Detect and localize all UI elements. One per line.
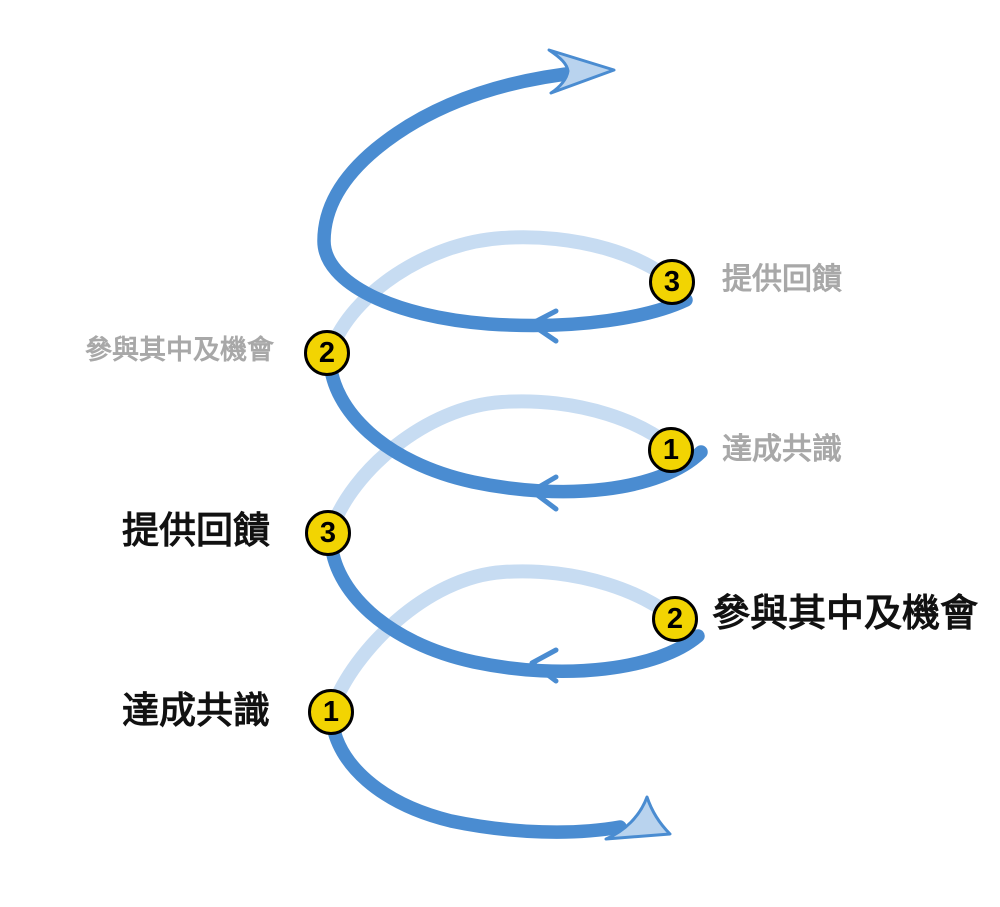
- spiral-front-strand-top: [317, 65, 693, 333]
- step-marker-1-upper: 1: [648, 427, 694, 473]
- step-label-2-lower: 參與其中及機會: [712, 593, 979, 635]
- step-number: 2: [666, 602, 684, 635]
- step-number: 3: [319, 516, 337, 549]
- spiral-front-strand-tail: [325, 713, 627, 839]
- arrowhead-bottom: [604, 795, 672, 841]
- spiral-back-strand-middle: [325, 394, 692, 535]
- direction-chevron-middle: [529, 474, 559, 512]
- step-marker-2-upper: 2: [304, 330, 350, 376]
- step-label-2-upper: 參與其中及機會: [85, 335, 274, 365]
- arrowhead-top: [547, 48, 616, 95]
- step-marker-3-lower: 3: [305, 510, 351, 556]
- spiral-back-strand-top: [325, 230, 690, 355]
- step-label-3-upper: 提供回饋: [722, 263, 842, 296]
- step-number: 1: [322, 695, 340, 728]
- spiral-front-strand-upper-middle: [323, 353, 708, 499]
- step-label-3-lower: 提供回饋: [122, 510, 270, 551]
- step-marker-2-lower: 2: [652, 596, 698, 642]
- spiral-front-strand-lower-middle: [324, 533, 705, 678]
- direction-chevron-bottom: [529, 647, 559, 684]
- step-marker-3-upper: 3: [649, 259, 695, 305]
- step-marker-1-lower: 1: [308, 689, 354, 735]
- step-number: 3: [663, 265, 681, 298]
- step-label-1-lower: 達成共識: [122, 690, 270, 731]
- direction-chevron-top: [528, 308, 559, 344]
- step-number: 1: [662, 433, 680, 466]
- step-number: 2: [318, 336, 336, 369]
- step-label-1-upper: 達成共識: [722, 433, 842, 466]
- spiral-back-strand-bottom: [326, 564, 693, 714]
